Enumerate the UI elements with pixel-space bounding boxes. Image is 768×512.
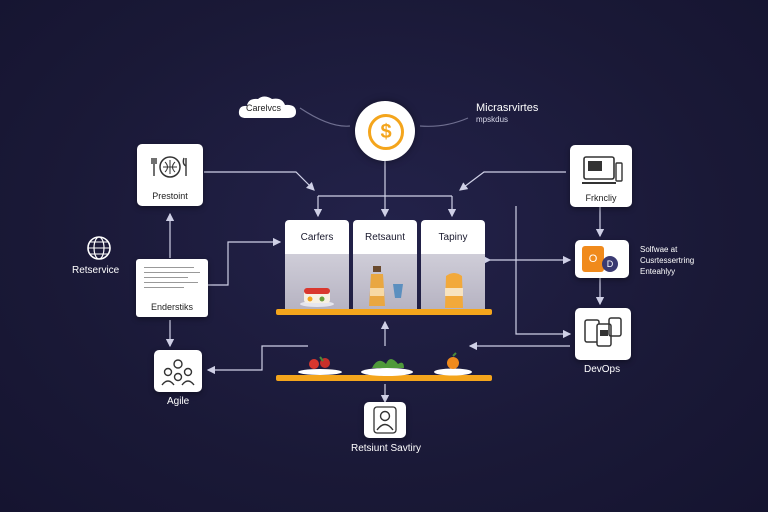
document-node: Enderstiks: [136, 259, 208, 317]
doc-to-cards-arrow: [208, 237, 282, 286]
card-retsaunt: Retsaunt: [353, 220, 417, 310]
agile-node: [154, 350, 202, 392]
restaurant-node-label: Prestoint: [152, 191, 188, 201]
cake-icon: [300, 288, 334, 307]
orange-plate-icon: [434, 352, 472, 376]
right-bus-arrow: [515, 206, 572, 339]
cloud-label: Carelvcs: [246, 103, 282, 113]
restaurant-to-cards-arrow: [204, 171, 315, 191]
dollar-node: $: [355, 101, 415, 161]
card-tapiny-title: Tapiny: [421, 220, 485, 255]
jar-icon: [445, 273, 463, 308]
software-line-3: Enteahlyy: [640, 267, 676, 276]
retservice-label: Retservice: [72, 265, 120, 276]
person-icon: [373, 406, 397, 434]
devops-icon: [584, 317, 622, 347]
devops-node: [575, 308, 631, 360]
shelf-to-agile-arrow: [206, 345, 308, 375]
document-label: Enderstiks: [150, 302, 194, 312]
bottom-label: Retsiunt Savtiry: [351, 443, 422, 454]
card-carfers-title: Carfers: [285, 220, 349, 255]
upper-shelf: [276, 309, 492, 315]
restaurant-node: Prestoint: [137, 144, 203, 206]
bottle-icon: [369, 266, 403, 306]
cloud-icon: [238, 96, 296, 118]
salad-plate-icon: [361, 359, 413, 376]
device-to-cards-arrow: [459, 171, 566, 191]
agile-label: Agile: [167, 396, 190, 407]
globe-icon: [87, 236, 111, 260]
device-label: Frkncliy: [585, 193, 617, 203]
devops-label: DevOps: [584, 364, 621, 375]
software-badge-icon: D: [602, 256, 618, 272]
lower-shelf: [276, 375, 492, 381]
micro-link-line: [419, 117, 469, 127]
dollar-icon: $: [368, 114, 404, 150]
device-node: Frkncliy: [570, 145, 632, 207]
microservices-subtitle: mpskdus: [476, 115, 509, 124]
team-icon: [161, 359, 195, 386]
card-carfers: Carfers: [285, 220, 349, 310]
card-retsaunt-title: Retsaunt: [353, 220, 417, 255]
person-node: [364, 402, 406, 438]
microservices-title: Micrasrvirtes: [476, 102, 539, 114]
cloud-link-line: [299, 107, 351, 127]
fruit-plate-icon: [298, 356, 342, 375]
software-logo-icon: O: [582, 246, 604, 272]
card-tapiny: Tapiny: [421, 220, 485, 310]
software-line-1: Solfwae at: [640, 245, 678, 254]
software-line-2: Cusrtessertring: [640, 256, 695, 265]
computer-icon: [582, 156, 623, 184]
software-node: O D: [575, 240, 629, 278]
restaurant-icon: [151, 156, 187, 178]
